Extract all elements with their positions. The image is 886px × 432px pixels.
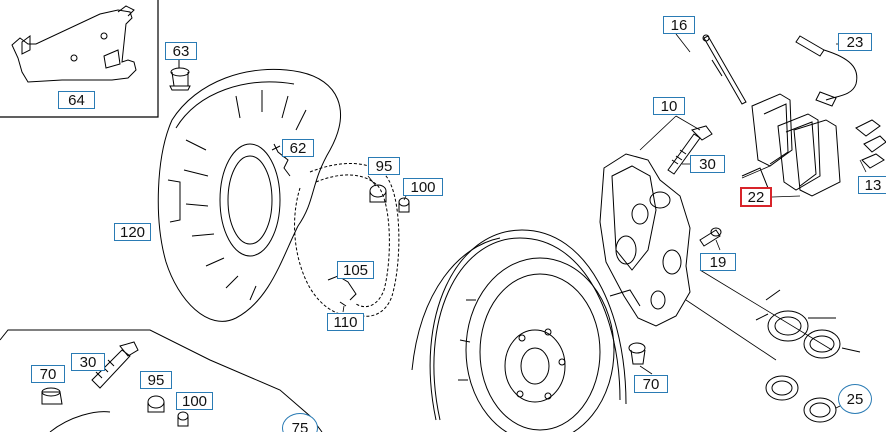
seal-rings-25 — [755, 289, 861, 423]
callout-105: 105 — [337, 261, 374, 279]
callout-70-disc: 70 — [634, 375, 668, 393]
clip-62 — [271, 143, 291, 177]
callout-120: 120 — [114, 223, 151, 241]
callout-70-inset: 70 — [31, 365, 65, 383]
spring-105 — [327, 275, 357, 307]
callout-63: 63 — [165, 42, 197, 60]
bolt-63 — [169, 60, 191, 91]
callout-25: 25 — [838, 384, 872, 414]
callout-22-highlighted: 22 — [740, 187, 772, 207]
caliper — [599, 153, 691, 327]
callout-23: 23 — [838, 33, 872, 51]
inset-bracket-box — [0, 0, 159, 118]
callout-30-inset: 30 — [71, 353, 105, 371]
brake-pads-22 — [741, 93, 841, 197]
callout-100-upper: 100 — [403, 178, 443, 196]
clips-13 — [855, 119, 886, 169]
callout-95-upper: 95 — [368, 157, 400, 175]
callout-30-caliper: 30 — [690, 155, 725, 173]
callout-62: 62 — [282, 139, 314, 157]
callout-64: 64 — [58, 91, 95, 109]
callout-13: 13 — [858, 176, 886, 194]
callout-110: 110 — [327, 313, 364, 331]
dust-shield-120 — [157, 68, 341, 322]
sleeve-100 — [398, 197, 410, 213]
screw-70 — [628, 342, 646, 365]
leader-lines — [178, 33, 867, 409]
callout-10: 10 — [653, 97, 685, 115]
callout-19: 19 — [700, 253, 736, 271]
callout-16: 16 — [663, 16, 695, 34]
bleeder-19 — [699, 227, 722, 247]
adjuster-95 — [369, 184, 387, 203]
callout-95-inset: 95 — [140, 371, 172, 389]
parking-shoe-outline — [294, 163, 400, 317]
pin-16 — [702, 34, 747, 105]
bolt-30-caliper — [667, 125, 713, 175]
callout-100-inset: 100 — [176, 392, 213, 410]
brake-disc — [411, 229, 627, 432]
wear-sensor-23 — [795, 35, 858, 107]
